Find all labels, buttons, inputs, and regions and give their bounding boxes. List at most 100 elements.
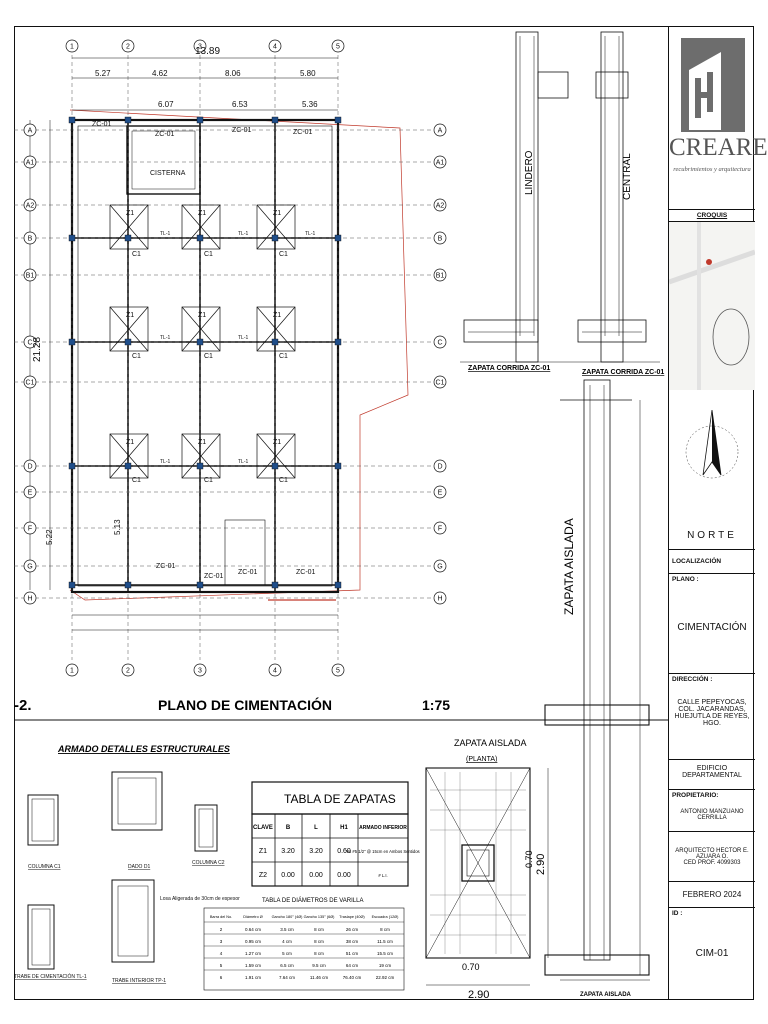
column-axis-top-1: 1 <box>70 44 74 51</box>
row-axis-right-C-bubble <box>433 335 447 349</box>
column-axis-top-4-bubble <box>268 39 282 53</box>
varilla-table-cell: 0.95 cm <box>245 939 261 944</box>
zc-label-bottom-1: ZC-01 <box>156 563 176 570</box>
row-axis-left-A2-bubble <box>23 198 37 212</box>
row-axis-right-B1-bubble <box>433 268 447 282</box>
varilla-table-header: Diámetro Ø <box>243 915 262 919</box>
varilla-table-cell: 26 cm <box>346 927 359 932</box>
drawing-sheet <box>14 26 754 1000</box>
c1-label-4: C1 <box>132 353 141 360</box>
tl-label-4: TL-1 <box>160 335 171 341</box>
tl-label-2: TL-1 <box>238 231 249 237</box>
zc-label-top-right: ZC-01 <box>232 127 252 134</box>
zapata-table-header: L <box>314 825 318 831</box>
zapata-table-cell: 0.00 <box>281 872 295 879</box>
row-axis-right-F-bubble <box>433 521 447 535</box>
varilla-table-cell: 8 cm <box>314 951 324 956</box>
location-map <box>668 222 756 390</box>
z1-label-7: Z1 <box>126 439 134 446</box>
row-axis-right-A2: A2 <box>436 203 445 210</box>
varilla-table-cell: 5 cm <box>282 951 292 956</box>
row-axis-right-C1-bubble <box>433 375 447 389</box>
row-axis-left-E: E <box>28 490 33 497</box>
varilla-table-cell: 15.5 cm <box>377 951 393 956</box>
z1-label-8: Z1 <box>198 439 206 446</box>
varilla-table-cell: 11.46 cm <box>310 975 328 980</box>
column-axis-top-3-bubble <box>193 39 207 53</box>
column-axis-bottom-4-bubble <box>268 663 282 677</box>
cisterna-label: CISTERNA <box>150 170 186 177</box>
column-axis-top-2: 2 <box>126 44 130 51</box>
z1-label-6: Z1 <box>273 312 281 319</box>
c1-label-9: C1 <box>279 477 288 484</box>
plan-scale: 1:75 <box>422 697 450 713</box>
varilla-table-cell: 4 cm <box>282 939 292 944</box>
zc-label-cisterna: ZC-01 <box>155 131 175 138</box>
row-axis-left-C1-bubble <box>23 375 37 389</box>
row-axis-right-G: G <box>437 564 442 571</box>
varilla-table-cell: 64 cm <box>346 963 359 968</box>
varilla-table-cell: 3 <box>220 939 223 944</box>
localizacion-cell: LOCALIZACIÓN <box>669 550 755 574</box>
varilla-table-cell: 3.5 cm <box>280 927 294 932</box>
direccion-line-1: CALLE PEPEYOCAS, <box>677 699 747 706</box>
varilla-table-cell: 6.5 cm <box>280 963 294 968</box>
varilla-table-cell: 8 cm <box>380 927 390 932</box>
column-axis-bottom-1-bubble <box>65 663 79 677</box>
proyecto-cell: EDIFICIO DEPARTAMENTAL <box>669 760 755 790</box>
row-axis-left-G-bubble <box>23 559 37 573</box>
zapata-corrida-title-lindero: ZAPATA CORRIDA ZC-01 <box>468 365 550 372</box>
z1-label-3: Z1 <box>273 210 281 217</box>
column-axis-top-5: 5 <box>336 44 340 51</box>
z1-label-1: Z1 <box>126 210 134 217</box>
tl-label-7: TL-1 <box>238 459 249 465</box>
z1-label-5: Z1 <box>198 312 206 319</box>
varilla-table-cell: 11.5 cm <box>377 939 393 944</box>
creare-logo-icon <box>681 38 745 132</box>
arquitecto-line-2: CED PROF. 4099303 <box>683 860 741 866</box>
c1-label-1: C1 <box>132 251 141 258</box>
varilla-table-cell: 1.59 cm <box>245 963 261 968</box>
varilla-table-cell: 8 cm <box>314 939 324 944</box>
columna-c2-label: COLUMNA C2 <box>192 860 225 866</box>
column-axis-bottom-1: 1 <box>70 668 74 675</box>
row-axis-left-F: F <box>28 526 32 533</box>
zapata-aislada-plan-sub: (PLANTA) <box>466 756 497 763</box>
c1-label-6: C1 <box>279 353 288 360</box>
central-label: CENTRAL <box>622 153 633 200</box>
c1-label-8: C1 <box>204 477 213 484</box>
proyecto-line-1: EDIFICIO <box>696 765 728 772</box>
zapata-aislada-bottom-label: ZAPATA AISLADA <box>580 992 632 998</box>
c1-label-2: C1 <box>204 251 213 258</box>
tl-label-6: TL-1 <box>160 459 171 465</box>
varilla-table-header: Barra del No. <box>210 915 232 919</box>
row-axis-left-D: D <box>27 464 32 471</box>
row-axis-left-C: C <box>27 340 32 347</box>
zapata-table-header: ARMADO INFERIOR <box>359 825 407 831</box>
trabe-tl1-label: TRABE DE CIMENTACIÓN TL-1 <box>14 973 87 980</box>
id-cell: ID : CIM-01 <box>669 908 755 1000</box>
zapata-table-cell: Z1 <box>259 848 267 855</box>
fecha-cell: FEBRERO 2024 <box>669 882 755 908</box>
row-axis-left-A: A <box>28 128 33 135</box>
propietario-value: ANTONIO MANZUANO CERRILLA <box>680 809 744 821</box>
row-axis-left-A1-bubble <box>23 155 37 169</box>
column-axis-bottom-3: 3 <box>198 668 202 675</box>
direccion-line-3: HUEJUTLA DE REYES, HGO. <box>674 713 750 727</box>
row-axis-right-G-bubble <box>433 559 447 573</box>
row-axis-right-F: F <box>438 526 442 533</box>
row-axis-right-B-bubble <box>433 231 447 245</box>
column-axis-bottom-4: 4 <box>273 668 277 675</box>
column-axis-top-4: 4 <box>273 44 277 51</box>
z1-label-9: Z1 <box>273 439 281 446</box>
varilla-table-cell: 51 cm <box>346 951 359 956</box>
height-dimension: 21.28 <box>32 337 43 362</box>
upper-dimension-1: 5.27 <box>95 69 111 78</box>
row-axis-right-A-bubble <box>433 123 447 137</box>
varilla-table-header: Gancho 135° (6Ø) <box>304 915 336 919</box>
plan-title: PLANO DE CIMENTACIÓN <box>158 696 332 713</box>
row-axis-left-H-bubble <box>23 591 37 605</box>
tl-label-5: TL-1 <box>238 335 249 341</box>
direccion-line-2: COL. JACARANDAS, <box>678 706 746 713</box>
